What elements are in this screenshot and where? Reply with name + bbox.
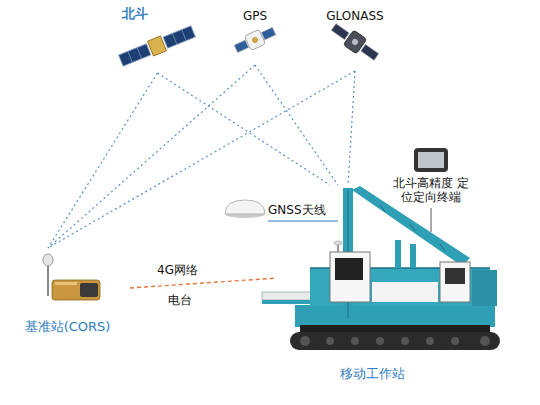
component-label: GNSS天线: [268, 203, 326, 217]
signal-link: [255, 65, 338, 185]
piling-machine: [262, 186, 500, 350]
base-station-node: 基准站(CORS): [5, 248, 130, 336]
node-label: GLONASS: [326, 9, 383, 23]
component-label: 北斗高精度 定位定向终端: [391, 176, 471, 204]
signal-link: [48, 73, 158, 248]
link-label: 电台: [168, 293, 192, 307]
beidou-satellite: [118, 24, 196, 68]
signal-link: [348, 71, 355, 185]
node-label: GPS: [243, 9, 267, 23]
signal-link: [158, 73, 330, 185]
signal-link: [48, 65, 255, 248]
node-label: 移动工作站: [340, 366, 405, 382]
satellite-node: GLONASS: [315, 3, 395, 71]
base-station-receiver: [43, 254, 100, 300]
signal-link: [48, 71, 355, 248]
satellite-node: GPS: [225, 3, 285, 65]
node-label: 北斗: [122, 6, 148, 22]
node-label: 基准站(CORS): [25, 319, 111, 335]
gnss-antenna-icon: [225, 200, 338, 221]
gps-satellite: [233, 24, 278, 56]
signal-link: [130, 278, 275, 288]
glonass-satellite: [329, 20, 382, 65]
satellite-node: 北斗: [110, 3, 205, 73]
link-label: 4G网络: [155, 263, 200, 277]
